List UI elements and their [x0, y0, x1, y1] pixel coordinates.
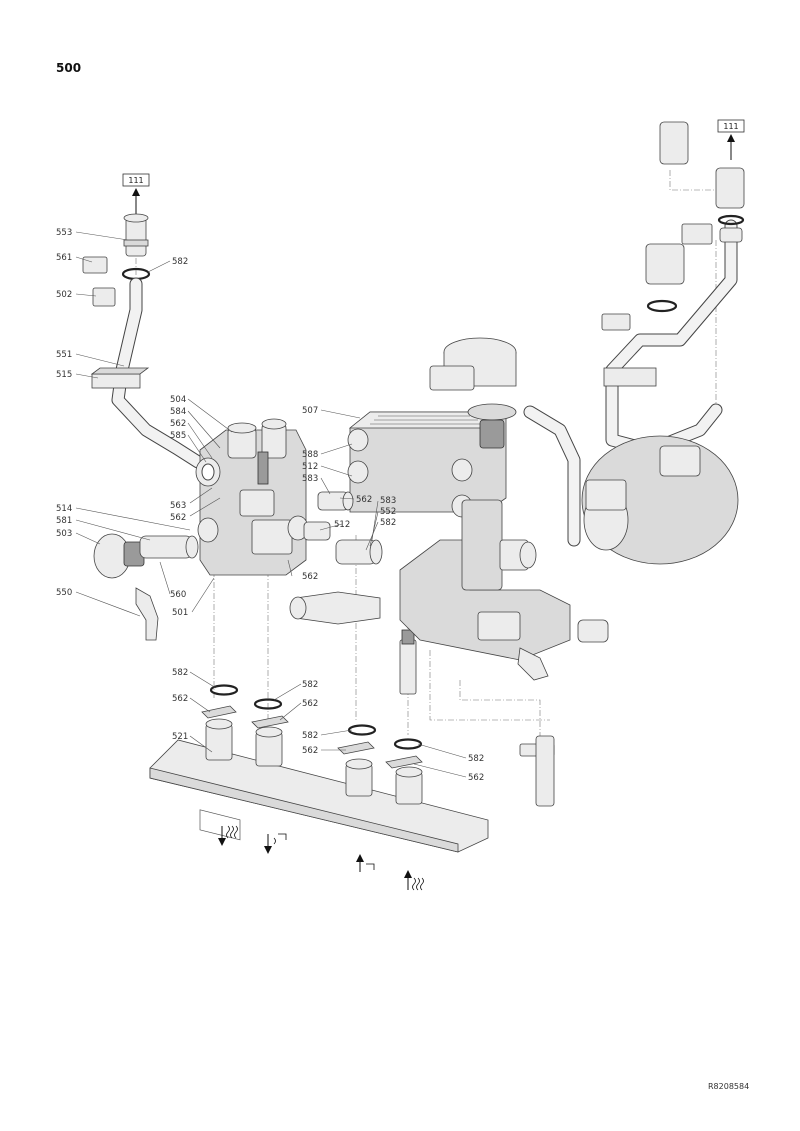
connection-fittings-center: [289, 491, 417, 695]
heating-return-symbol: [404, 870, 424, 891]
callout-501: 501: [172, 608, 188, 618]
safety-valve: [93, 533, 199, 641]
callout-551: 551: [56, 350, 72, 360]
callout-582: 582: [302, 731, 318, 741]
callout-552: 552: [380, 507, 396, 517]
circulation-pump: [581, 121, 745, 565]
callout-562: 562: [356, 495, 372, 505]
callout-562: 562: [170, 419, 186, 429]
callout-588: 588: [302, 450, 318, 460]
callout-582: 582: [380, 518, 396, 528]
callout-553: 553: [56, 228, 72, 238]
callout-550: 550: [56, 588, 72, 598]
hot-water-out-symbol: [264, 833, 287, 854]
callout-502: 502: [56, 290, 72, 300]
heating-flow-symbol: [218, 825, 238, 846]
callout-582: 582: [172, 668, 188, 678]
callout-507: 507: [302, 406, 318, 416]
callout-583: 583: [302, 474, 318, 484]
plate-clips: [201, 705, 423, 769]
callout-515: 515: [56, 370, 72, 380]
callout-582: 582: [468, 754, 484, 764]
callout-562: 562: [170, 513, 186, 523]
callout-562: 562: [468, 773, 484, 783]
callout-512: 512: [302, 462, 318, 472]
cross-reference-right: 111: [717, 119, 745, 160]
fan-assembly: [429, 337, 581, 547]
callout-512: 512: [334, 520, 350, 530]
callout-514: 514: [56, 504, 72, 514]
callout-562: 562: [302, 572, 318, 582]
callout-labels: 553 561 582 502 551 515 504 584 562 585 …: [56, 228, 484, 783]
callout-562: 562: [172, 694, 188, 704]
callout-581: 581: [56, 516, 72, 526]
connection-symbols: [218, 825, 424, 891]
flow-pipe-assembly: [82, 213, 205, 469]
callout-562: 562: [302, 746, 318, 756]
leader-lines: [75, 231, 467, 778]
callout-563: 563: [170, 501, 186, 511]
callout-504: 504: [170, 395, 186, 405]
callout-584: 584: [170, 407, 186, 417]
cross-reference-left: 111: [122, 173, 150, 214]
callout-521: 521: [172, 732, 188, 742]
page-title: 500: [56, 61, 82, 75]
callout-585: 585: [170, 431, 186, 441]
cold-water-in-symbol: [356, 854, 375, 872]
callout-583: 583: [380, 496, 396, 506]
plate-heat-exchanger: [347, 411, 508, 518]
hydraulic-block-right: [399, 499, 609, 807]
drawing-reference-code: R8208584: [708, 1082, 750, 1091]
mounting-plate: [149, 684, 489, 853]
callout-561: 561: [56, 253, 72, 263]
callout-503: 503: [56, 529, 72, 539]
hydraulic-block-left: [195, 418, 309, 576]
callout-582: 582: [172, 257, 188, 267]
cross-reference-right-label: 111: [723, 122, 738, 131]
callout-562: 562: [302, 699, 318, 709]
cross-reference-left-label: 111: [128, 176, 143, 185]
plate-orings: [209, 684, 423, 750]
callout-560: 560: [170, 590, 186, 600]
callout-582: 582: [302, 680, 318, 690]
plate-nipples: [205, 718, 423, 805]
